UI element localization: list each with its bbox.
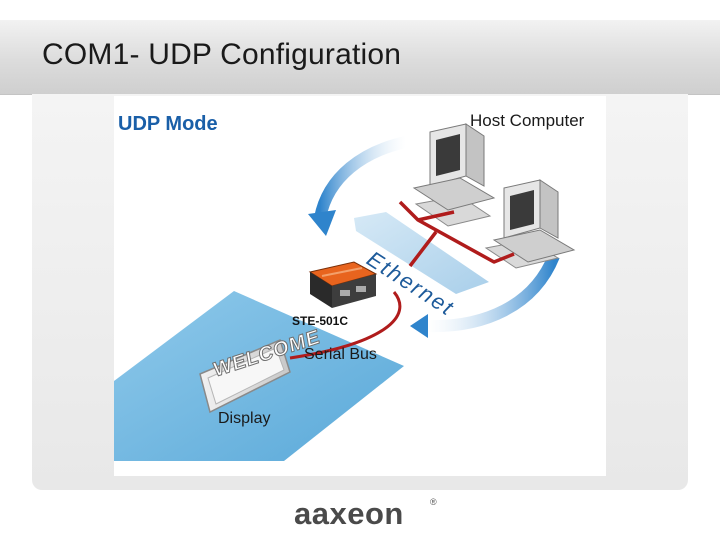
serial-bus-cable [289,291,402,360]
device-label: STE-501C [292,314,349,328]
ethernet-cable [398,200,515,268]
ste-501c-device-icon [308,261,378,308]
host-computer-2-icon [484,179,576,269]
arrow-top [314,136,408,220]
diagram-graphics [114,123,576,461]
host-computer-label: Host Computer [470,111,585,130]
registered-mark: ® [430,497,437,507]
display-label: Display [218,410,271,427]
logo-text: aaxeon [294,496,404,531]
mode-title: UDP Mode [118,113,218,135]
host-computer-1-icon [412,123,496,227]
arrow-bottom [425,253,560,333]
arrow-top-head [308,210,336,236]
udp-diagram: UDP Mode Host Computer Ethernet STE-501C… [114,96,606,476]
serial-bus-label: Serial Bus [304,346,377,363]
arrow-bottom-head [410,314,428,338]
slide-title: COM1- UDP Configuration [42,38,402,71]
display-sign-icon [199,338,291,414]
company-logo: aaxeon ® [294,494,444,534]
